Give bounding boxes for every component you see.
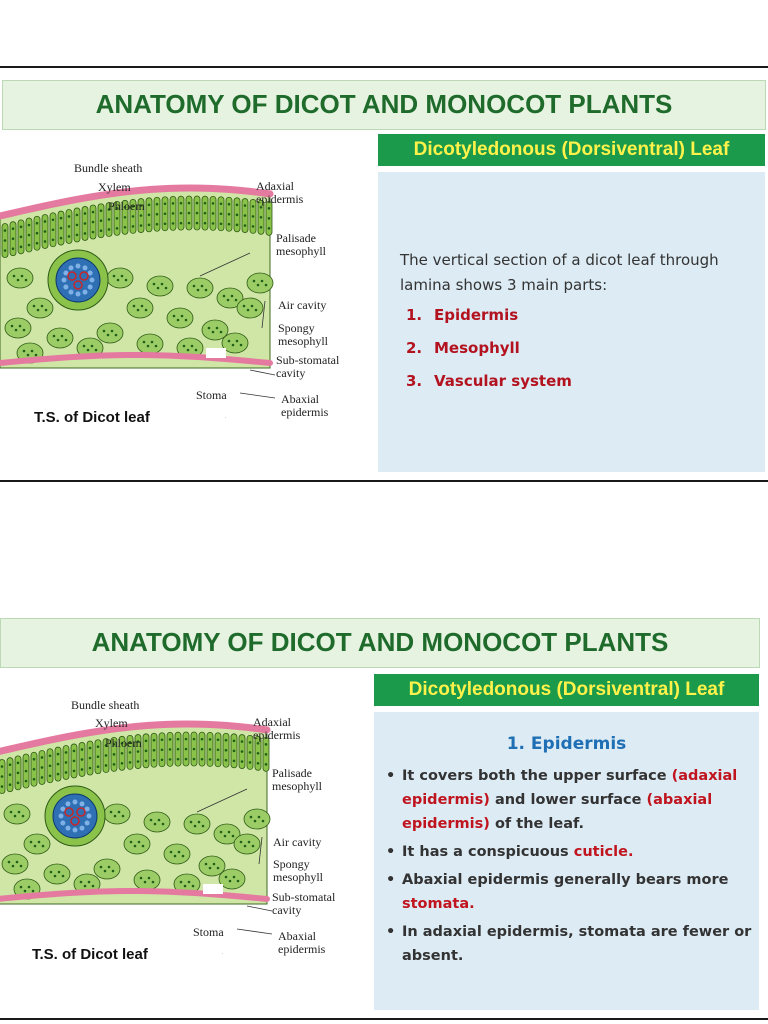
label-palisade: Palisade mesophyll xyxy=(276,231,326,258)
slide-subtitle: Dicotyledonous (Dorsiventral) Leaf xyxy=(374,674,759,706)
bullet-text: Abaxial epidermis generally bears more xyxy=(402,872,729,888)
label-phloem: Phloem xyxy=(108,199,145,213)
list-number: 2. xyxy=(406,339,423,357)
list-number: 3. xyxy=(406,372,423,390)
bullet-dot: • xyxy=(386,872,396,888)
highlighted-term: stomata. xyxy=(402,896,475,912)
label-palisade: Palisade mesophyll xyxy=(272,766,322,793)
label-substomatal: Sub-stomatal cavity xyxy=(272,890,336,917)
list-label: Epidermis xyxy=(434,306,519,324)
label-phloem: Phloem xyxy=(105,736,142,750)
label-xylem: Xylem xyxy=(95,716,128,730)
content-panel: 1. Epidermis • It covers both the upper s… xyxy=(374,712,759,1010)
label-stoma: Stoma xyxy=(193,925,224,939)
bullet-item: • It covers both the upper surface (adaxi… xyxy=(386,764,756,836)
bullet-text: It has a conspicuous xyxy=(402,844,574,860)
bullet-item: •Abaxial epidermis generally bears more … xyxy=(386,868,756,916)
label-stoma: Stoma xyxy=(196,388,227,402)
label-bundle-sheath: Bundle sheath xyxy=(74,161,143,175)
slide-2: ANATOMY OF DICOT AND MONOCOT PLANTS Bund… xyxy=(0,606,768,1020)
bullet-text: In adaxial epidermis, stomata are fewer … xyxy=(402,924,752,964)
bullet-list: • It covers both the upper surface (adaxi… xyxy=(386,764,756,972)
dicot-leaf-diagram xyxy=(0,720,273,954)
list-number: 1. xyxy=(406,306,423,324)
label-spongy: Spongy mesophyll xyxy=(278,321,328,348)
leaf-tissue xyxy=(0,720,271,905)
label-abaxial: Abaxial epidermis xyxy=(281,392,329,419)
label-adaxial: Adaxial epidermis xyxy=(256,179,304,206)
highlighted-term: cuticle. xyxy=(573,844,634,860)
slide-title: ANATOMY OF DICOT AND MONOCOT PLANTS xyxy=(0,618,760,668)
bullet-dot: • xyxy=(386,844,396,860)
label-air-cavity: Air cavity xyxy=(273,835,322,849)
content-panel: The vertical section of a dicot leaf thr… xyxy=(378,172,765,472)
label-bundle-sheath: Bundle sheath xyxy=(71,698,140,712)
slide-subtitle: Dicotyledonous (Dorsiventral) Leaf xyxy=(378,134,765,166)
bullet-item: • In adaxial epidermis, stomata are fewer… xyxy=(386,920,756,968)
list-label: Mesophyll xyxy=(434,339,520,357)
label-abaxial: Abaxial epidermis xyxy=(278,929,326,956)
intro-text: The vertical section of a dicot leaf thr… xyxy=(400,251,719,294)
list-item: 1. Epidermis xyxy=(406,306,572,339)
section-heading: 1. Epidermis xyxy=(506,734,627,754)
label-adaxial: Adaxial epidermis xyxy=(253,715,301,742)
highlighted-term: (adaxial epidermis) xyxy=(402,768,738,808)
bullet-text: and lower surface xyxy=(489,792,647,808)
figure-caption: T.S. of Dicot leaf xyxy=(34,409,150,426)
label-xylem: Xylem xyxy=(98,180,131,194)
list-item: 3. Vascular system xyxy=(406,372,572,405)
slide-1: ANATOMY OF DICOT AND MONOCOT PLANTS Bund… xyxy=(0,66,768,482)
bullet-text: It covers both the upper surface xyxy=(402,768,672,784)
slide-title: ANATOMY OF DICOT AND MONOCOT PLANTS xyxy=(2,80,766,130)
bullet-dot: • xyxy=(386,768,396,784)
label-air-cavity: Air cavity xyxy=(278,298,327,312)
leaf-tissue xyxy=(0,184,274,369)
highlighted-term: (abaxial epidermis) xyxy=(402,792,713,832)
dicot-leaf-diagram xyxy=(0,184,276,418)
bullet-item: • It has a conspicuous cuticle. xyxy=(386,840,756,864)
list-item: 2. Mesophyll xyxy=(406,339,572,372)
label-spongy: Spongy mesophyll xyxy=(273,857,323,884)
list-label: Vascular system xyxy=(434,372,572,390)
bullet-text: of the leaf. xyxy=(489,816,585,832)
label-substomatal: Sub-stomatal cavity xyxy=(276,353,340,380)
bullet-dot: • xyxy=(386,924,396,940)
parts-list: 1. Epidermis 2. Mesophyll 3. Vascular syste… xyxy=(406,306,572,405)
figure-caption: T.S. of Dicot leaf xyxy=(32,946,148,963)
